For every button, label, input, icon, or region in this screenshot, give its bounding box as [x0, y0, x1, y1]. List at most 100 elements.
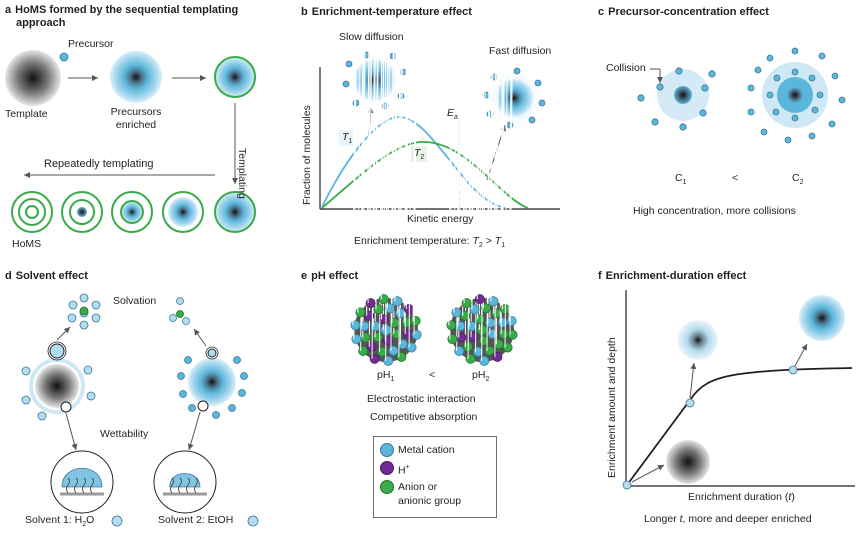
t1-bg: [339, 130, 353, 146]
ea-label: Ea: [447, 107, 458, 121]
d-right-dots: [177, 356, 248, 419]
metal-cation: [469, 304, 480, 315]
plus-sign: [405, 0, 410, 310]
plus-sign: [476, 0, 481, 300]
d-left-dots: [21, 365, 96, 421]
minus-sign: [357, 0, 361, 313]
c2-label: C2: [792, 172, 804, 186]
f-sphere-1: [666, 440, 710, 484]
template-label: Template: [5, 108, 48, 120]
anion: [493, 339, 504, 350]
t2-label: T2: [414, 147, 424, 161]
b-caption-prefix: Enrichment temperature:: [354, 235, 473, 247]
t2-label-main: T: [414, 147, 421, 159]
minus-sign: [486, 0, 491, 351]
f-xlabel-prefix: Enrichment duration (: [688, 491, 789, 503]
t1-label: T1: [342, 131, 352, 145]
precursors-enriched-label-1: Precursors: [110, 106, 162, 118]
f-caption-suffix: , more and deeper enriched: [682, 513, 812, 525]
solvent2-icon: [247, 515, 259, 527]
anion-icon: [380, 480, 394, 494]
b-xlabel: Kinetic energy: [407, 213, 474, 225]
f-arrow-2: [689, 362, 697, 399]
fast-diffusion-label: Fast diffusion: [489, 45, 552, 57]
h-plus-ion: [468, 332, 479, 343]
h-plus-icon: [380, 461, 394, 475]
minus-sign: [478, 0, 483, 331]
plus-sign: [489, 0, 493, 334]
plus-sign: [453, 0, 457, 313]
b-caption-gt: >: [482, 235, 495, 247]
minus-sign: [362, 0, 366, 338]
solvent1-suffix: O: [86, 514, 95, 526]
plus-sign: [468, 0, 473, 327]
precursors-enriched-label-2: enriched: [115, 119, 157, 131]
anion: [502, 342, 513, 353]
anion: [373, 304, 384, 315]
d-drop-left: [60, 401, 72, 413]
b-caption-t1-sub: 1: [501, 242, 506, 250]
legend-hplus: H+: [398, 462, 410, 477]
d-cluster-center-left: [79, 306, 89, 316]
d-cluster-center-right: [176, 310, 184, 318]
minus-sign: [493, 0, 497, 314]
plus-sign: [353, 0, 357, 340]
anion: [447, 334, 458, 345]
chains-right: [170, 477, 198, 494]
panel-e-title-text: pH effect: [311, 270, 359, 282]
anion: [446, 320, 457, 331]
f-arrow-1: [631, 464, 665, 483]
d-solvated-left-ring: [47, 341, 67, 361]
e-lt-label: <: [429, 369, 436, 381]
anion: [507, 329, 518, 340]
c-caption: High concentration, more collisions: [633, 205, 796, 217]
collision-label: Collision: [606, 62, 646, 74]
ph2-sub: 2: [485, 376, 490, 384]
minus-sign: [449, 0, 453, 340]
minus-sign: [448, 0, 452, 326]
plus-sign: [457, 0, 461, 327]
metal-cation: [488, 296, 499, 307]
b-caption-t2: T: [472, 235, 479, 247]
plus-sign: [475, 0, 479, 352]
solvent1-label: Solvent 1: H2O: [25, 514, 94, 528]
arrow-d-solv-left: [56, 326, 71, 341]
h-plus-ion: [402, 328, 413, 339]
minus-sign: [375, 0, 380, 310]
panel-b-title-text: Enrichment-temperature effect: [311, 6, 472, 18]
plus-sign: [404, 0, 409, 334]
solvation-label: Solvation: [113, 295, 157, 307]
metal-cation: [406, 342, 417, 353]
f-caption: Longer t, more and deeper enriched: [644, 513, 812, 525]
e-legend: Metal cation H+ Anion or anionic group: [373, 436, 497, 518]
plus-sign: [361, 0, 365, 327]
metal-cation: [451, 307, 462, 318]
precursor-dot: [59, 52, 69, 62]
f-sphere-3: [799, 295, 845, 341]
t1-label-sub: 1: [348, 138, 353, 146]
f-xlabel-t: t: [788, 491, 792, 503]
legend-hplus-sup: +: [405, 464, 410, 471]
ea-label-sub: a: [454, 114, 458, 122]
metal-cation-icon: [380, 443, 394, 457]
f-caption-prefix: Longer: [644, 513, 680, 525]
c2-main: C: [792, 172, 800, 184]
fast-sphere: [495, 79, 533, 117]
metal-cation: [395, 308, 406, 319]
anion: [372, 332, 383, 343]
panel-d-letter: d: [5, 270, 12, 282]
b-caption-t2-sub: 2: [478, 242, 483, 250]
b-caption-t1: T: [494, 235, 502, 247]
f-caption-t: t: [679, 513, 683, 525]
c1-core: [674, 86, 692, 104]
templating-label: Templating: [236, 148, 248, 199]
repeatedly-label: Repeatedly templating: [44, 158, 154, 170]
droplet-left: [61, 467, 103, 488]
plus-sign: [382, 0, 387, 331]
plus-sign: [390, 0, 395, 351]
anion: [410, 315, 421, 326]
homs-5: [214, 191, 256, 233]
c1-sub: 1: [682, 179, 687, 187]
